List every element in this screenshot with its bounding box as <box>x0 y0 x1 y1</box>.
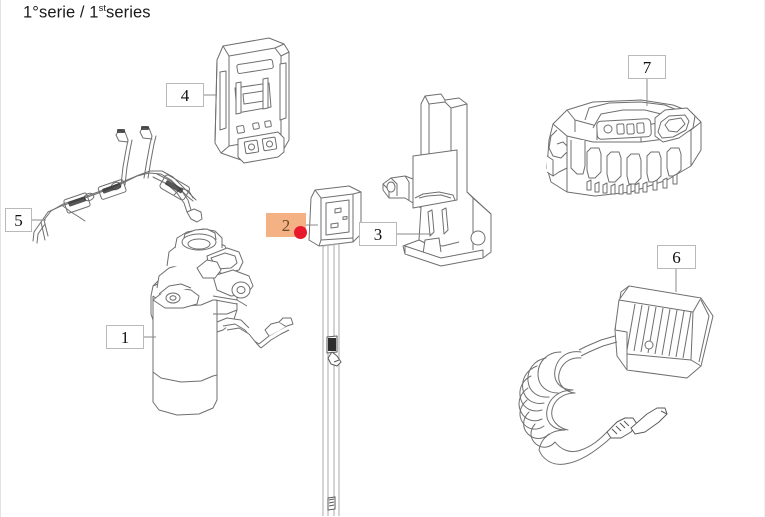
part-mounting-bracket-large <box>382 93 492 267</box>
part-motor-actuator-assembly <box>150 228 294 416</box>
part-wiring-harness <box>32 126 203 244</box>
callout-7-label: 7 <box>642 57 652 77</box>
callout-2-label: 2 <box>281 215 291 235</box>
part-display-control-panel <box>308 185 362 247</box>
part-battery-pack <box>546 99 702 197</box>
part-wiring-harness-accents <box>68 126 184 207</box>
callout-6-label: 6 <box>672 247 681 267</box>
callout-5[interactable]: 5 <box>5 208 32 232</box>
page-title-superscript: st <box>98 3 106 14</box>
callout-2[interactable]: 2 <box>266 213 306 237</box>
part-pole-bottom-fitting <box>327 496 336 511</box>
part-power-adapter-charger <box>578 285 714 379</box>
callout-leader-lines <box>32 79 677 338</box>
callout-4[interactable]: 4 <box>166 83 204 107</box>
page-title-prefix: 1°serie / 1 <box>23 3 99 22</box>
callout-4-label: 4 <box>180 85 190 105</box>
callout-3-label: 3 <box>373 224 383 244</box>
part-pole-clamp-fill <box>328 338 336 351</box>
part-coiled-cable <box>518 351 620 465</box>
callout-5-label: 5 <box>14 210 23 230</box>
page-title: 1°serie / 1stseries <box>23 3 151 23</box>
part-mounting-plate <box>214 37 290 164</box>
page-title-suffix: series <box>105 3 151 22</box>
part-display-pole <box>322 243 340 516</box>
selection-marker-dot[interactable] <box>294 226 307 239</box>
callout-1[interactable]: 1 <box>106 325 144 349</box>
part-barrel-connector <box>606 407 668 439</box>
part-pole-clamp <box>326 335 342 367</box>
callout-7[interactable]: 7 <box>628 55 666 79</box>
callout-1-label: 1 <box>120 327 130 347</box>
callout-3[interactable]: 3 <box>359 222 397 246</box>
callout-6[interactable]: 6 <box>657 245 696 269</box>
